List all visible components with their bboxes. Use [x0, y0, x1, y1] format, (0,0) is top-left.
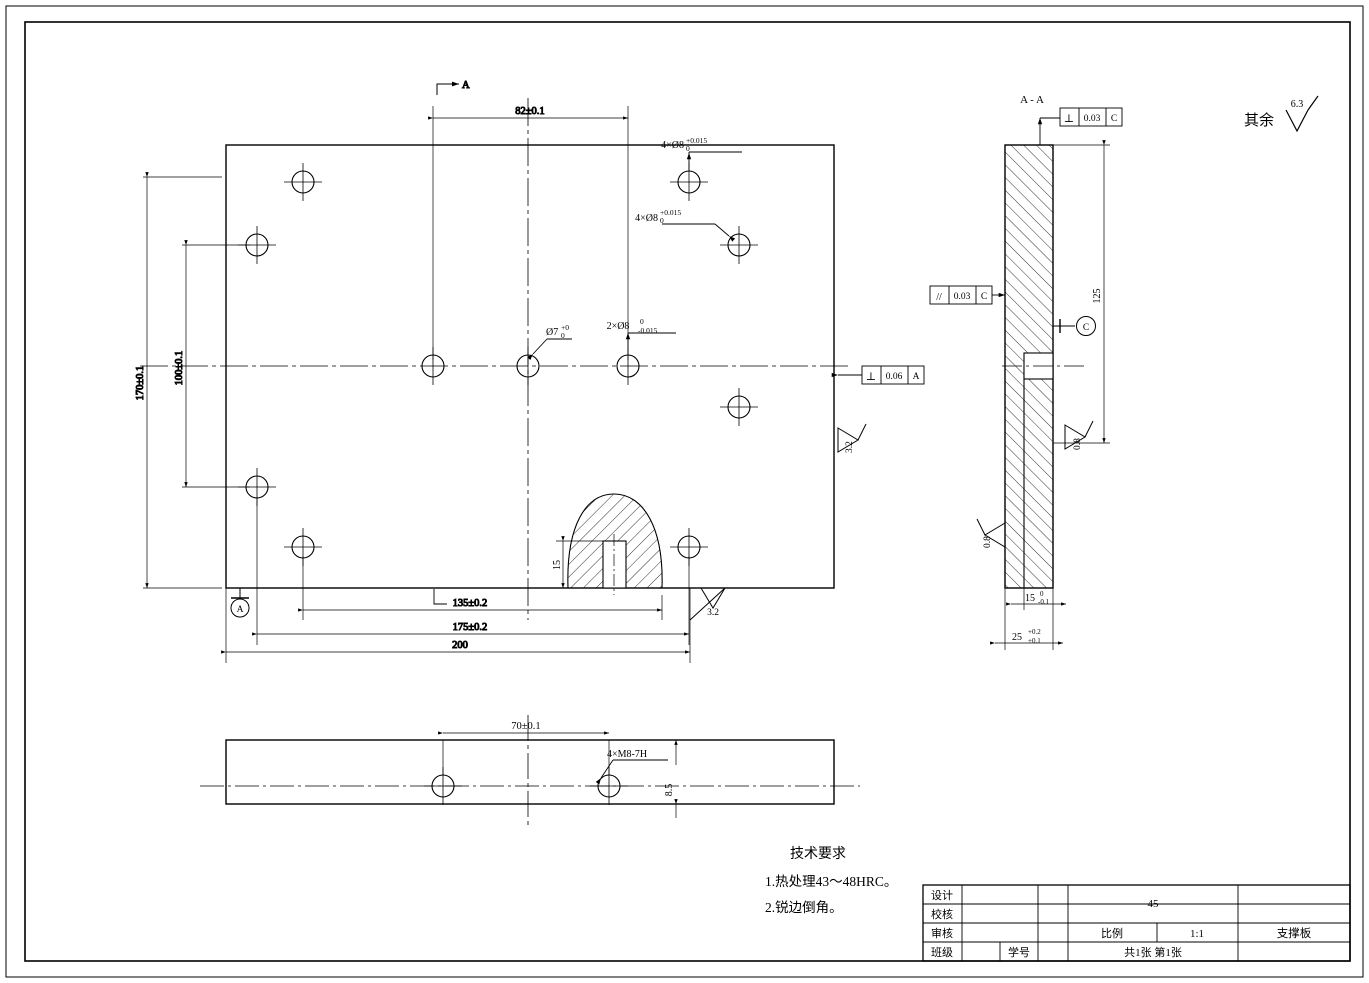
datum-feature-c: C — [1053, 316, 1096, 336]
surface-finish-note: 其余 6.3 — [1244, 95, 1319, 133]
section-dim-125: 125 — [1092, 289, 1103, 304]
roughness-mark-bottom: 3.2 — [689, 587, 726, 621]
callout-2x8: 2×Ø8 0 -0.015 — [607, 317, 676, 354]
hole-group — [238, 163, 758, 566]
roughness-mark-right: 3.2 — [837, 423, 867, 453]
callout-4x8-lower-tol-low: 0 — [660, 216, 664, 225]
bottom-dim-70: 70±0.1 — [511, 721, 540, 732]
title-row-label-3: 班级 — [931, 946, 953, 959]
callout-2x8-text: 2×Ø8 — [607, 321, 630, 332]
dim-82: 82±0.1 — [515, 106, 544, 117]
section-dim-15-tol-up: 0 — [1040, 590, 1044, 598]
tech-heading: 技术要求 — [790, 846, 846, 862]
section-gtol-par-symbol: // — [936, 292, 942, 303]
dim-170: 170±0.1 — [135, 366, 146, 401]
bottom-view: 70±0.1 4×M8-7H 8.5 — [200, 715, 860, 828]
section-gtol-perp-symbol: ⊥ — [1064, 113, 1074, 125]
roughness-mark-section-upper: 0.8 — [1064, 420, 1094, 450]
roughness-mark-section-lower: 0.8 — [976, 518, 1006, 548]
tech-note-1: 1.热处理43～48HRC。 — [765, 874, 897, 889]
dim-135: 135±0.2 — [453, 598, 488, 609]
callout-thread-text: 4×M8-7H — [607, 749, 647, 760]
callout-4x8-upper-tol-low: 0 — [686, 144, 690, 153]
material-value: 45 — [1148, 898, 1160, 910]
bottom-dim-85: 8.5 — [664, 784, 675, 797]
front-view: 15 — [140, 98, 852, 620]
view-arrow-label-a: A — [462, 80, 470, 91]
surface-note-value: 6.3 — [1291, 99, 1304, 110]
tech-note-2: 2.锐边倒角。 — [765, 900, 843, 915]
roughness-section-upper-value: 0.8 — [1073, 438, 1083, 450]
scale-value: 1:1 — [1190, 928, 1204, 940]
local-section-detail: 15 — [552, 493, 663, 595]
callout-4x8-upper-text: 4×Ø8 — [661, 140, 684, 151]
scale-label: 比例 — [1101, 926, 1123, 940]
front-view-callouts: 4×Ø8 +0.015 0 4×Ø8 +0.015 0 Ø7 +0 0 2×Ø8… — [230, 136, 925, 621]
section-view-a-a: A - A ⊥ 0.03 C // 0.03 C — [929, 94, 1123, 650]
section-label: A - A — [1020, 94, 1044, 106]
datum-c-label: C — [1083, 323, 1089, 333]
roughness-bottom-value: 3.2 — [707, 608, 719, 618]
front-view-dimensions: 82±0.1 A 170±0.1 100±0.1 135±0.2 175±0.2… — [135, 80, 691, 663]
section-gtol-perp-value: 0.03 — [1084, 114, 1101, 124]
section-dim-15-tol-low: -0.1 — [1038, 598, 1050, 606]
callout-7-tol-up: +0 — [561, 323, 569, 332]
callout-7-tol-low: 0 — [561, 331, 565, 340]
section-dim-25-tol-low: +0.1 — [1028, 637, 1041, 645]
callout-thread-m8: 4×M8-7H — [595, 749, 668, 785]
gtol-perp-symbol: ⊥ — [866, 371, 876, 383]
callout-4x8-upper: 4×Ø8 +0.015 0 — [661, 136, 742, 170]
callout-2x8-tol-up: 0 — [640, 317, 644, 326]
datum-a-label: A — [237, 605, 244, 615]
gtol-perp-value: 0.06 — [886, 372, 903, 382]
sheets-value: 共1张 第1张 — [1124, 945, 1182, 959]
title-row-label-0: 设计 — [931, 889, 953, 902]
section-dim-25-tol-up: +0.2 — [1028, 628, 1041, 636]
title-row-label-1: 校核 — [931, 907, 953, 921]
gtol-perp-datum: A — [913, 372, 920, 382]
section-dim-15: 15 — [1025, 593, 1035, 604]
section-gtol-perp-datum: C — [1111, 114, 1117, 124]
section-dim-25: 25 — [1012, 632, 1022, 643]
callout-4x8-upper-tol-up: +0.015 — [686, 136, 707, 145]
dim-200: 200 — [452, 640, 468, 651]
roughness-right-value: 3.2 — [845, 441, 855, 453]
section-gtol-par-value: 0.03 — [954, 292, 971, 302]
dim-100: 100±0.1 — [174, 351, 185, 386]
title-row-label-2: 审核 — [931, 926, 953, 940]
dim-175: 175±0.2 — [453, 622, 488, 633]
surface-note-prefix: 其余 — [1244, 111, 1274, 129]
dim-slot-15: 15 — [552, 560, 563, 570]
title-block: 设计 校核 审核 班级 学号 45 比例 1:1 共1张 第1张 支撑板 — [922, 884, 1351, 962]
callout-7: Ø7 +0 0 — [527, 323, 572, 361]
gtol-frame-parallel-c: // 0.03 C — [929, 285, 1005, 305]
gtol-frame-perp-c: ⊥ 0.03 C — [1037, 107, 1123, 145]
callout-4x8-lower-tol-up: +0.015 — [660, 208, 681, 217]
callout-4x8-lower: 4×Ø8 +0.015 0 — [635, 208, 736, 242]
gtol-frame-perp-a: ⊥ 0.06 A — [831, 365, 925, 385]
datum-feature-a: A — [230, 588, 250, 618]
callout-7-text: Ø7 — [546, 327, 558, 338]
callout-2x8-tol-low: -0.015 — [638, 326, 658, 335]
technical-requirements: 技术要求 1.热处理43～48HRC。 2.锐边倒角。 — [765, 846, 897, 915]
section-gtol-par-datum: C — [981, 292, 987, 302]
student-id-label: 学号 — [1008, 945, 1030, 959]
callout-4x8-lower-text: 4×Ø8 — [635, 213, 658, 224]
roughness-section-lower-value: 0.8 — [983, 536, 993, 548]
sheet-border — [5, 5, 1364, 978]
part-title: 支撑板 — [1277, 926, 1312, 940]
